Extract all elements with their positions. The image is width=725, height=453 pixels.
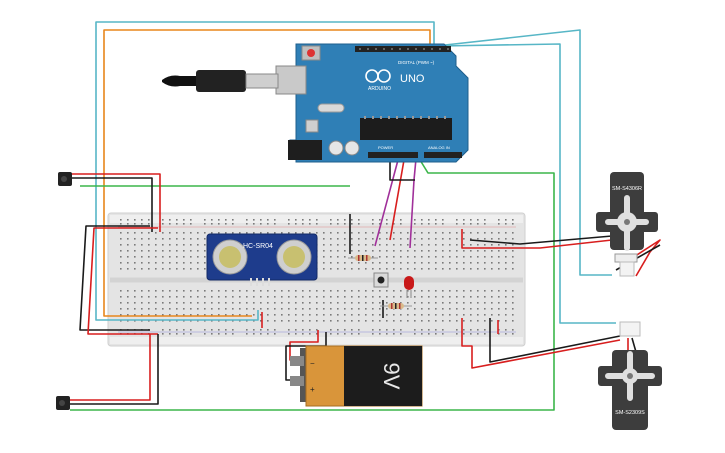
- arduino-brand: ARDUINO: [368, 86, 391, 92]
- led-icon: [404, 276, 414, 290]
- resistor-2: [380, 303, 412, 309]
- servo-top-model: SM-S4306R: [612, 186, 642, 192]
- battery-voltage: 9V: [379, 363, 404, 390]
- sensor-model: HC-SR04: [243, 243, 273, 250]
- servo-bottom: SM-S2309S: [598, 321, 662, 430]
- arduino-logo: [365, 69, 391, 83]
- ir-receiver-bottom: [56, 396, 70, 410]
- battery-9v: − + 9V: [290, 345, 423, 407]
- digital-label: DIGITAL (PWM ~): [398, 60, 435, 65]
- led: [404, 276, 414, 298]
- ir-receiver-top: [58, 172, 72, 186]
- arduino-uno: DIGITAL (PWM ~) ARDUINO UNO POWER ANALOG…: [275, 43, 469, 163]
- analog-label: ANALOG IN: [428, 145, 450, 150]
- ultrasonic-sensor: HC-SR04: [206, 233, 318, 286]
- power-label: POWER: [378, 145, 393, 150]
- servo-top: SM-S4306R: [596, 172, 658, 277]
- servo-bottom-model: SM-S2309S: [615, 410, 645, 416]
- battery-plus: +: [310, 385, 315, 394]
- battery-minus: −: [310, 359, 315, 368]
- arduino-model: UNO: [400, 73, 425, 85]
- resistor-1: [348, 255, 378, 261]
- usb-cable-icon: [162, 70, 279, 92]
- pushbutton: [373, 272, 389, 288]
